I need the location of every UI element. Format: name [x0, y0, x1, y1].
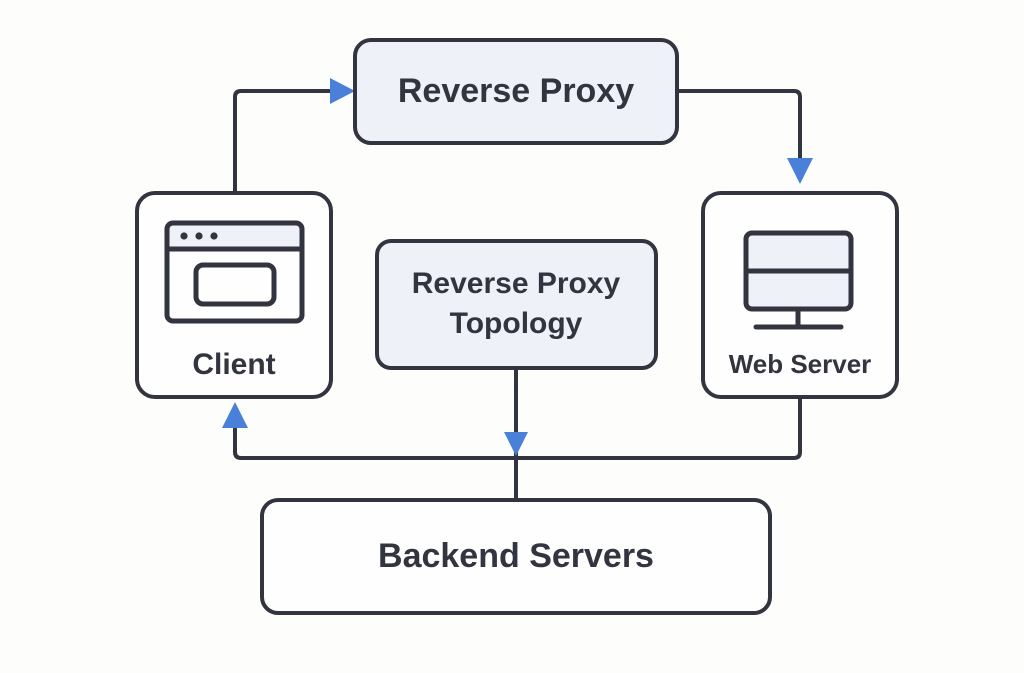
node-backend-servers[interactable]: Backend Servers: [260, 498, 772, 615]
arrowhead-down-center-icon: [504, 432, 528, 456]
reverse-proxy-label: Reverse Proxy: [398, 72, 634, 110]
arrowhead-up-icon: [222, 402, 248, 428]
browser-window-icon: [164, 220, 305, 324]
node-web-server[interactable]: Web Server: [701, 191, 899, 399]
web-server-label: Web Server: [729, 349, 872, 379]
arrowhead-right-icon: [330, 78, 355, 104]
node-client[interactable]: Client: [135, 191, 333, 399]
topology-label-line2: Topology: [450, 307, 583, 340]
edge-topology-to-backend: [504, 366, 528, 502]
topology-label-line1: Reverse Proxy: [412, 267, 621, 300]
client-label: Client: [192, 348, 275, 381]
node-reverse-proxy[interactable]: Reverse Proxy: [353, 38, 679, 145]
monitor-server-icon: [743, 230, 854, 330]
edge-proxy-to-web-server: [675, 89, 813, 184]
backend-servers-label: Backend Servers: [378, 537, 654, 575]
arrowhead-down-icon: [787, 158, 813, 184]
node-topology-title[interactable]: Reverse Proxy Topology: [375, 239, 658, 370]
edge-web-server-to-client: [222, 395, 802, 460]
edge-client-to-proxy: [233, 78, 355, 197]
